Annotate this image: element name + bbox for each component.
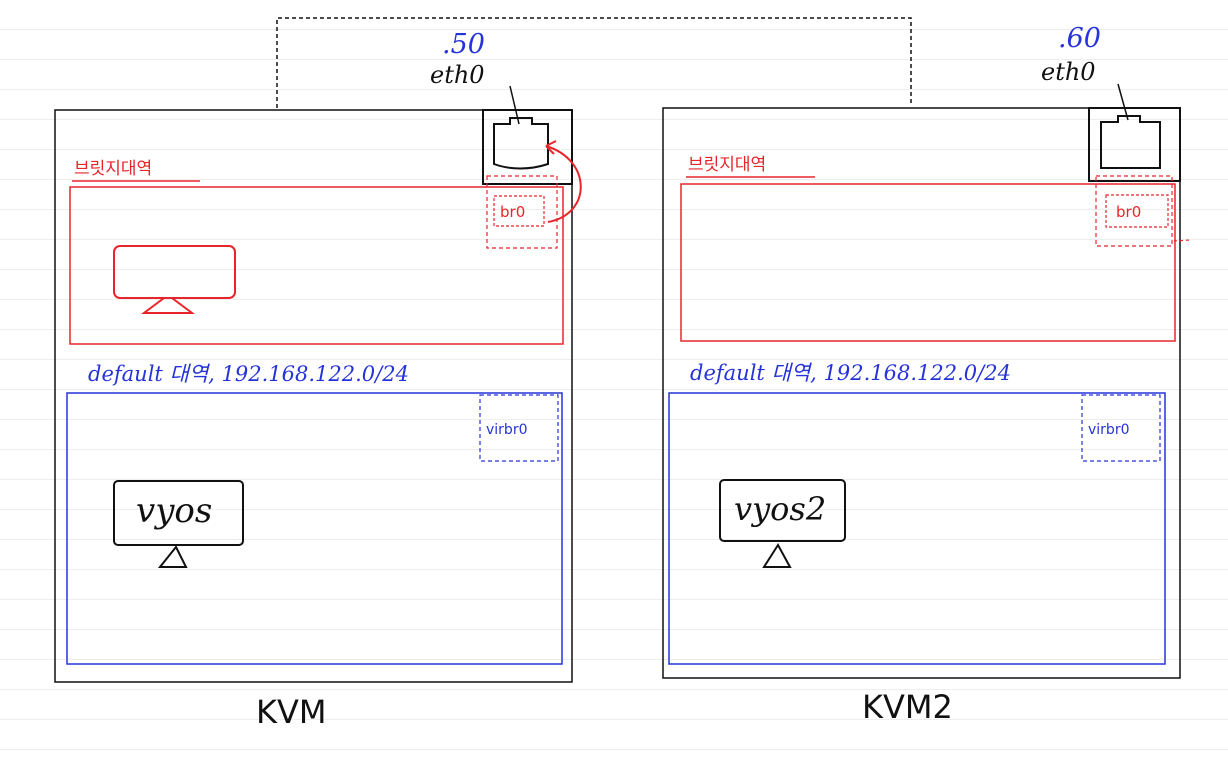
bridge-network-label: 브릿지대역 (688, 155, 766, 175)
host-label: KVM (256, 693, 326, 731)
br0-label: br0 (1116, 203, 1141, 221)
bridge-network: 브릿지대역 br0 (69, 140, 582, 345)
default-network: default 대역, 192.168.122.0/24 virbr0 vyos (66, 362, 563, 665)
br0-box (1095, 175, 1173, 247)
nic-box (1088, 107, 1181, 182)
vm-vyos: vyos (113, 480, 244, 568)
ethernet-port-icon (493, 117, 549, 170)
virbr0-label: virbr0 (1088, 422, 1129, 438)
bridge-network-box (69, 186, 564, 345)
nic-name: eth0 (430, 61, 485, 89)
default-network: default 대역, 192.168.122.0/24 virbr0 vyos… (668, 361, 1166, 665)
default-network-box (668, 392, 1166, 665)
monitor-icon (113, 245, 236, 314)
bridge-connect-arrow (545, 145, 582, 223)
default-network-label: default 대역, 192.168.122.0/24 (690, 361, 1011, 385)
vm-monitor-icon (113, 480, 244, 546)
default-network-label: default 대역, 192.168.122.0/24 (88, 362, 409, 386)
host-kvm: .50 eth0 브릿지대역 br0 default 대역, 192.168.1… (54, 29, 582, 731)
virbr0-box (479, 394, 559, 462)
host-kvm2: .60 eth0 브릿지대역 br0 default 대역, 192.168.1… (662, 23, 1191, 726)
host-label: KVM2 (862, 688, 953, 726)
physical-link (276, 17, 912, 108)
host-box (662, 107, 1181, 679)
default-network-box (66, 392, 563, 665)
br0-label: br0 (500, 203, 525, 221)
br0-box (486, 175, 558, 249)
virbr0-box (1081, 394, 1161, 462)
bridge-network-label: 브릿지대역 (74, 159, 152, 179)
ethernet-port-icon (1100, 115, 1161, 169)
nic-box (482, 109, 573, 185)
nic-name: eth0 (1041, 58, 1096, 86)
bridge-network-box (680, 183, 1176, 342)
host-box (54, 109, 573, 683)
nic-eth0: .60 eth0 (1041, 23, 1181, 182)
vm-vyos2: vyos2 (719, 479, 846, 568)
bridge-network: 브릿지대역 br0 (680, 155, 1191, 342)
nic-eth0: .50 eth0 (430, 29, 573, 185)
vm-name: vyos2 (734, 490, 826, 528)
virbr0-label: virbr0 (486, 422, 527, 438)
vm-name: vyos (136, 491, 212, 531)
vm-monitor-icon (719, 479, 846, 542)
nic-ip: .50 (442, 29, 485, 60)
nic-ip: .60 (1058, 23, 1101, 54)
